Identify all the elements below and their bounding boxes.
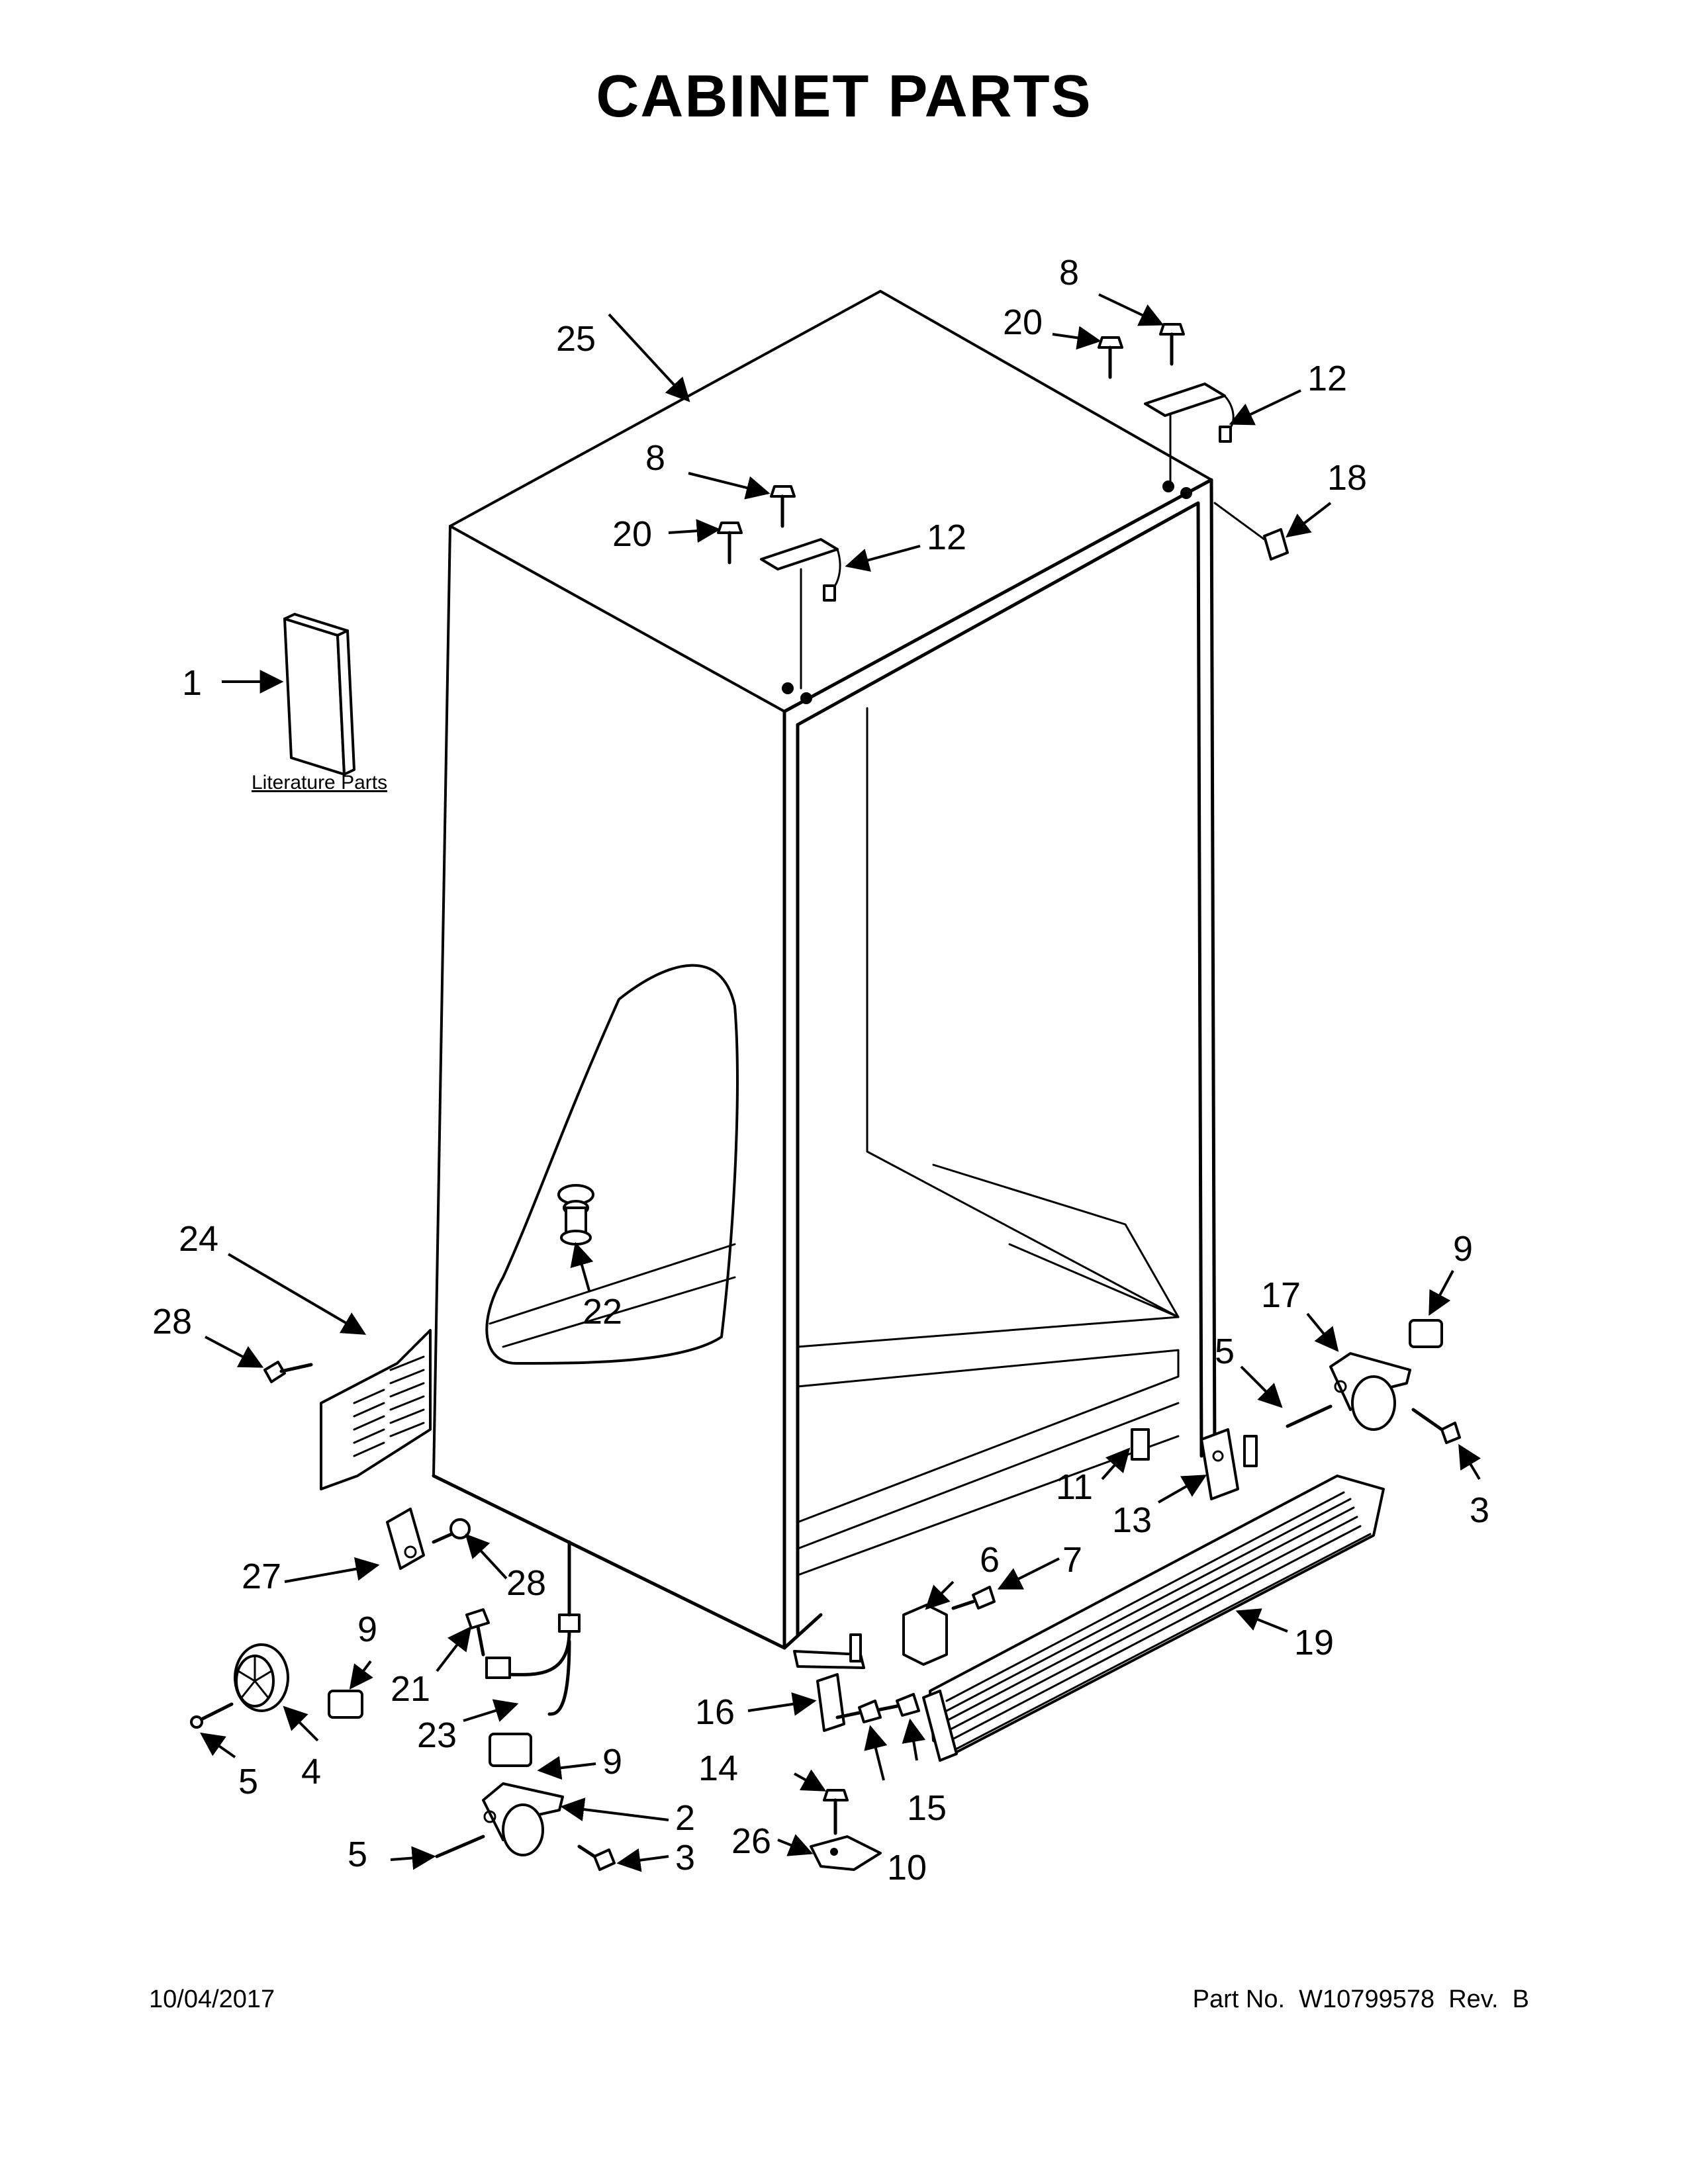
callout-20-left: 20 bbox=[612, 514, 652, 554]
roller-bracket-17 bbox=[1329, 1352, 1411, 1431]
screw-15 bbox=[872, 1693, 920, 1717]
callout-22: 22 bbox=[583, 1292, 622, 1332]
callout-12-right: 12 bbox=[1307, 359, 1347, 398]
bracket-26 bbox=[810, 1835, 882, 1871]
screw-3-bottom bbox=[577, 1844, 616, 1871]
callout-19: 19 bbox=[1294, 1623, 1334, 1662]
callout-12-left: 12 bbox=[927, 518, 966, 557]
callout-8-left: 8 bbox=[645, 438, 665, 478]
callout-6: 6 bbox=[980, 1540, 1000, 1580]
bracket-16 bbox=[793, 1633, 865, 1732]
pad-9-left bbox=[328, 1690, 363, 1719]
callout-2: 2 bbox=[675, 1798, 695, 1838]
roller-bracket-2 bbox=[482, 1782, 564, 1856]
pad-9-right bbox=[1409, 1319, 1443, 1348]
callout-23: 23 bbox=[417, 1715, 457, 1755]
hinge-screw-8-left bbox=[770, 485, 796, 528]
literature-booklet bbox=[283, 613, 355, 776]
page-title: CABINET PARTS bbox=[596, 64, 1092, 130]
pin-5-left bbox=[190, 1702, 234, 1729]
screw-14 bbox=[823, 1789, 849, 1835]
callout-16: 16 bbox=[695, 1692, 735, 1732]
callout-9-right: 9 bbox=[1453, 1229, 1473, 1269]
callout-9-center: 9 bbox=[602, 1742, 622, 1782]
callout-20-right: 20 bbox=[1003, 302, 1043, 342]
pin-5-right bbox=[1286, 1404, 1333, 1428]
pin-5-bottom bbox=[435, 1835, 485, 1858]
callout-24: 24 bbox=[179, 1219, 218, 1259]
callout-15: 15 bbox=[907, 1788, 947, 1828]
literature-parts-label: Literature Parts bbox=[252, 772, 387, 794]
bracket-11 bbox=[1131, 1428, 1150, 1461]
hinge-13 bbox=[1200, 1428, 1258, 1500]
callout-8-right: 8 bbox=[1059, 253, 1079, 293]
callout-17: 17 bbox=[1261, 1275, 1301, 1315]
hinge-screw-20-right bbox=[1098, 336, 1123, 379]
footer-part-number: Part No. W10799578 Rev. B bbox=[1192, 1985, 1529, 2013]
callout-18: 18 bbox=[1327, 458, 1367, 498]
leader-arrows bbox=[200, 293, 1481, 1872]
callout-11: 11 bbox=[1056, 1467, 1093, 1507]
roller-4 bbox=[234, 1643, 289, 1712]
screw-7 bbox=[951, 1586, 996, 1610]
callout-14: 14 bbox=[698, 1749, 738, 1788]
cabinet-shell bbox=[432, 290, 1217, 1650]
water-line-23 bbox=[485, 1540, 581, 1716]
callout-10: 10 bbox=[887, 1848, 927, 1888]
cabinet-cutaway bbox=[485, 964, 739, 1365]
screw-21 bbox=[465, 1608, 490, 1657]
callout-5-left: 5 bbox=[238, 1762, 258, 1801]
top-hinge-left bbox=[760, 538, 841, 704]
rear-panel-24 bbox=[320, 1329, 432, 1490]
callout-3-right: 3 bbox=[1470, 1490, 1489, 1530]
callout-5-right: 5 bbox=[1215, 1332, 1235, 1371]
callout-26: 26 bbox=[731, 1821, 771, 1861]
bracket-27 bbox=[386, 1508, 425, 1570]
screw-28-lower bbox=[432, 1518, 471, 1544]
callout-28-lower: 28 bbox=[506, 1563, 546, 1603]
callout-4: 4 bbox=[301, 1752, 321, 1792]
callout-1: 1 bbox=[182, 663, 202, 703]
callout-7: 7 bbox=[1062, 1540, 1082, 1580]
callout-25: 25 bbox=[556, 319, 596, 359]
cabinet-clip-18 bbox=[1213, 502, 1289, 561]
callout-3-bottom: 3 bbox=[675, 1838, 695, 1878]
callout-21: 21 bbox=[391, 1669, 430, 1709]
bracket-6 bbox=[902, 1604, 948, 1666]
screw-28-upper bbox=[263, 1361, 313, 1383]
toe-grille-19 bbox=[922, 1475, 1385, 1762]
pad-9-center bbox=[489, 1733, 532, 1767]
callout-5-bottom: 5 bbox=[348, 1835, 367, 1874]
screw-3-right bbox=[1411, 1408, 1461, 1444]
screw-10 bbox=[835, 1700, 882, 1723]
callout-28-upper: 28 bbox=[152, 1302, 192, 1342]
hinge-screw-8-right bbox=[1159, 323, 1185, 366]
callout-labels: 1 2 3 3 4 5 5 5 6 7 8 8 9 9 9 10 11 12 1… bbox=[152, 253, 1489, 1888]
callout-27: 27 bbox=[242, 1557, 281, 1596]
callout-9-left: 9 bbox=[357, 1610, 377, 1649]
callout-13: 13 bbox=[1112, 1500, 1152, 1540]
footer-date: 10/04/2017 bbox=[149, 1985, 275, 2013]
